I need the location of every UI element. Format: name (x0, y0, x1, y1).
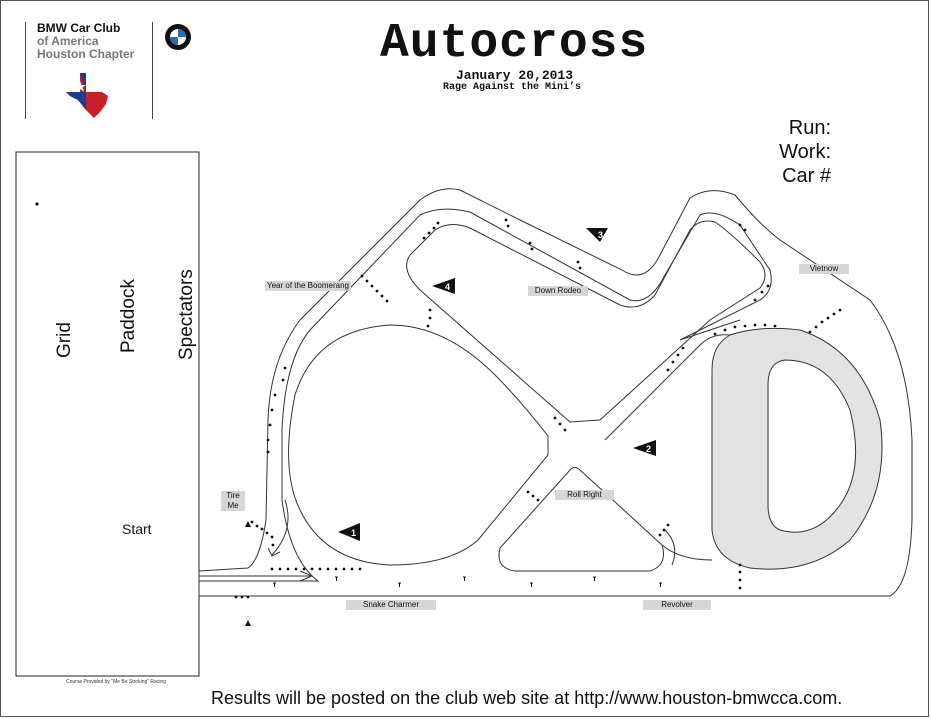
logo-divider-left (25, 22, 26, 119)
loop-2-inner (767, 359, 857, 533)
direction-arrow-2 (664, 529, 676, 566)
loop-1 (288, 324, 549, 566)
cone-row-d-top (713, 323, 777, 336)
revolver-line (661, 544, 713, 561)
paddock-area (15, 151, 200, 677)
grid-dot (35, 202, 39, 206)
run-label: Run: (788, 117, 831, 139)
cone-row-start (270, 567, 362, 571)
cone-row-gate (250, 520, 275, 547)
feature-roll-right: Roll Right (555, 490, 614, 500)
course-credit: Course Provided by "Me Be Stroking" Raci… (66, 679, 166, 685)
logo-divider-right (152, 22, 153, 119)
feature-boomerang: Year of the Boomerang (265, 281, 351, 291)
feature-snake-charmer: Snake Charmer (346, 600, 436, 610)
cone-row-exit (234, 595, 250, 599)
marker-3 (586, 228, 608, 242)
results-footer: Results will be posted on the club web s… (211, 688, 843, 708)
cone-row-left (266, 366, 287, 454)
grid-label: Grid (54, 322, 75, 358)
texas-flag-logo (66, 73, 108, 118)
cone-row-crossover (666, 346, 685, 372)
cone-row-vietnow (808, 308, 842, 334)
marker-4 (432, 278, 455, 294)
marker-4-label: 4 (445, 282, 450, 292)
outer-course-boundary (198, 188, 913, 597)
cone-row-center (526, 416, 567, 502)
pointer-cones (245, 521, 662, 626)
cone-row-boomerang (360, 274, 389, 303)
inner-course-line (199, 208, 772, 582)
cone-row-right-top (738, 223, 770, 302)
feature-revolver: Revolver (643, 600, 711, 610)
direction-arrow-1 (267, 499, 289, 557)
feature-down-rodeo: Down Rodeo (528, 286, 588, 296)
feature-tire-me: Tire Me (221, 491, 245, 511)
loop-4 (406, 220, 766, 423)
cone-row-revolver (658, 523, 742, 590)
marker-3-label: 3 (598, 230, 603, 240)
feature-vietnow: Vietnow (799, 264, 849, 274)
car-number-label: Car # (782, 165, 831, 187)
spectators-label: Spectators (176, 269, 197, 360)
start-label: Start (122, 521, 152, 537)
bmw-logo (165, 24, 191, 50)
page-title: Autocross (380, 17, 649, 71)
cone-row-4 (426, 308, 432, 328)
loop-roll-right (498, 467, 664, 572)
marker-2-label: 2 (646, 444, 651, 454)
marker-1 (338, 523, 360, 541)
crossover-line (604, 334, 731, 441)
cones (234, 218, 842, 626)
start-arrow (199, 570, 314, 582)
work-label: Work: (779, 141, 831, 163)
event-date: January 20,2013 (456, 68, 574, 83)
marker-2 (633, 440, 656, 456)
paddock-label: Paddock (118, 279, 139, 353)
club-name: BMW Car Club of America Houston Chapter (37, 21, 135, 61)
marker-1-label: 1 (351, 528, 356, 538)
cone-row-top (422, 218, 582, 270)
event-subtitle: Rage Against the Mini’s (443, 82, 582, 93)
